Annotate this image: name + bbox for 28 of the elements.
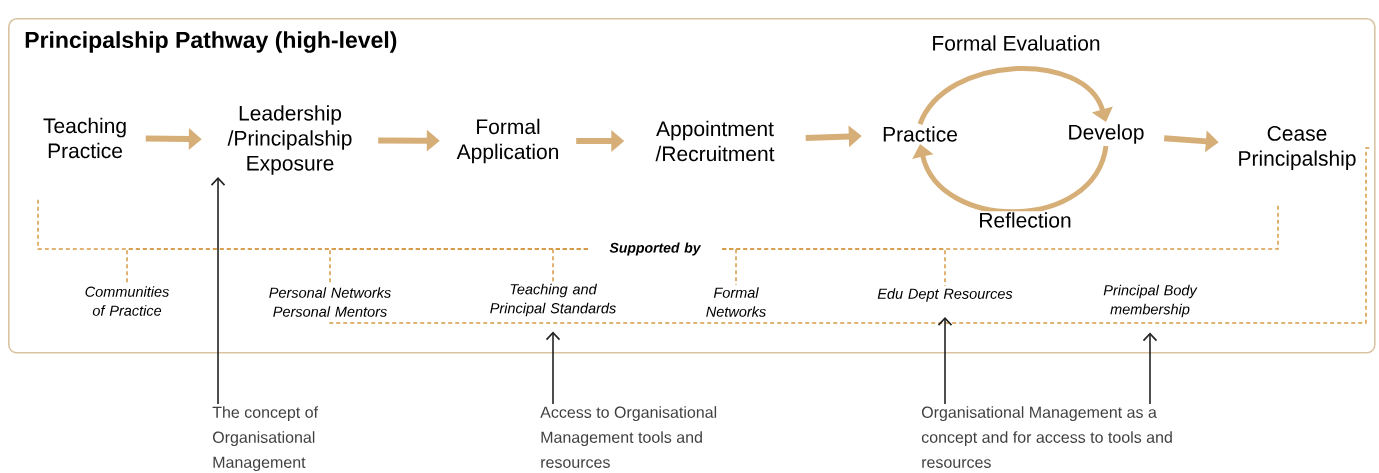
support-label: Personal Networks Personal Mentors — [269, 287, 391, 317]
note-text: Organisational Management as a concept and for access to tools and resources — [921, 406, 1172, 468]
support-label: Communities of Practice — [85, 286, 169, 316]
block-arrow — [917, 66, 1113, 126]
arrow — [1142, 332, 1158, 405]
note-text: The concept of Organisational Management — [212, 406, 319, 472]
support-label: Teaching and Principal Standards — [490, 283, 616, 317]
dashed-connector — [329, 147, 1370, 324]
step-label: Leadership /Principalship Exposure — [227, 105, 352, 175]
edge-label: Reflection — [977, 211, 1073, 229]
step-label: Appointment /Recruitment — [655, 120, 775, 162]
step-label: Develop — [1069, 124, 1144, 144]
supported-by-label: Supported by — [609, 242, 702, 256]
group-label: Principalship Pathway (high-level) — [25, 31, 397, 53]
dashed-connector — [721, 248, 946, 287]
edge-label: Formal Evaluation — [930, 34, 1102, 52]
arrow — [210, 177, 226, 405]
step-label: Practice — [883, 126, 957, 142]
step-label: Cease Principalship — [1239, 126, 1356, 170]
dashed-connector — [552, 248, 589, 283]
support-label: Edu Dept Resources — [877, 288, 1013, 302]
arrow — [545, 331, 561, 405]
arrow — [937, 316, 953, 405]
support-label: Formal Networks — [706, 287, 766, 317]
step-label: Teaching Practice — [43, 117, 126, 159]
support-label: Principal Body membership — [1103, 284, 1198, 318]
note-text: Access to Organisational Management tools and resources — [540, 406, 717, 468]
step-label: Formal Application — [456, 118, 558, 164]
